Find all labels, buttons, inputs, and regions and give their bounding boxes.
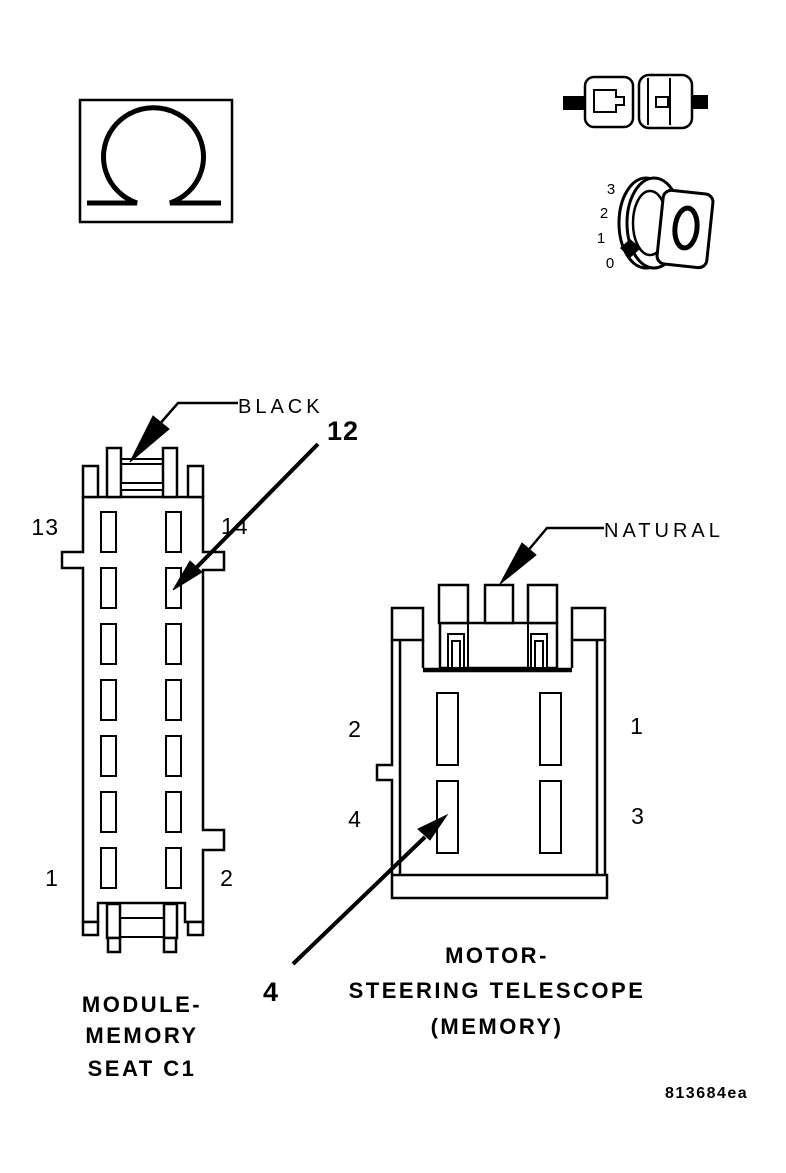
index-tab-center [483,583,515,625]
pin-slot [100,791,117,833]
latch-detail-inner-right [534,640,544,669]
left-connector-title: MODULE- MEMORY SEAT C1 [82,992,202,1081]
shoulder-post-right [570,606,607,642]
callout-arrow-shaft [192,442,320,572]
pin-slot [165,735,182,777]
dial-plate-hole [672,205,700,251]
pin-slot [436,692,459,766]
dial-pointer [620,239,641,258]
title-line: MODULE- [82,992,202,1017]
dial-scale-1: 1 [597,230,605,247]
pin-slot-4 [436,780,459,854]
bottom-foot-right [186,920,205,937]
top-ear-right [186,464,205,499]
receptacle-slot [655,96,669,108]
top-latch-post-left [105,446,123,499]
pin-slot [165,847,182,889]
dial-scale-0: 0 [606,255,614,272]
top-latch-ledge [120,482,164,491]
plug-keyway [593,89,625,113]
pin-slot-12 [165,567,182,609]
bottom-latch-post-left [105,902,122,940]
wire-stub-right [692,95,708,109]
pin-number-3: 3 [631,803,645,829]
pin-slots [100,511,182,889]
connector-base [390,873,609,900]
pin-12-callout-label: 12 [327,416,359,446]
leader-line [525,526,604,554]
pin-slots [436,692,562,854]
title-line: MEMORY [85,1023,198,1048]
wall-outer-left [375,640,394,875]
pin-number-1: 1 [45,865,59,891]
natural-color-callout: NATURAL [499,520,724,585]
right-connector-title: MOTOR- STEERING TELESCOPE (MEMORY) [349,943,646,1039]
pin-slot [165,511,182,553]
pin-slot [100,511,117,553]
leader-arrowhead [129,415,170,463]
pin-slot [165,623,182,665]
bottom-latch-foot-right [162,936,178,954]
color-label-black: BLACK [238,396,324,418]
pin-number-4: 4 [348,806,362,832]
drawing-code: 813684ea [665,1085,748,1102]
callout-arrow-shaft [291,835,427,966]
top-ear-left [81,464,100,499]
pin-12-callout: 12 [172,416,359,591]
pin-slot [165,791,182,833]
title-line: STEERING TELESCOPE [349,978,646,1003]
pin-slot [100,679,117,721]
pin-number-2: 2 [220,865,234,891]
pin-slot [100,623,117,665]
plug-shell [583,75,635,129]
ohm-symbol [87,105,221,206]
color-label-natural: NATURAL [604,520,724,542]
dial-scale-3: 3 [607,181,615,198]
shoulder-post-left [390,606,425,642]
bottom-foot-left [81,920,100,937]
title-line: SEAT C1 [88,1056,197,1081]
inline-connector-icon [563,73,708,130]
index-tab-right [526,583,559,625]
pin-slot [100,735,117,777]
callout-arrowhead [172,560,203,591]
index-tab-left [437,583,470,625]
pin-4-callout: 4 [263,813,449,1007]
wire-stub-left [563,96,585,110]
callout-arrowhead [417,813,449,841]
memory-seat-module-connector: 13 14 1 2 [31,446,248,954]
bottom-latch-foot-left [106,936,122,954]
pin-slot [100,567,117,609]
pin-4-callout-label: 4 [263,977,279,1007]
title-line: (MEMORY) [431,1014,564,1039]
top-latch-post-right [161,446,179,499]
leader-line [157,401,238,427]
rotary-dial-icon: 3 2 1 0 [597,176,715,272]
title-line: MOTOR- [445,943,549,968]
pin-number-2: 2 [348,716,362,742]
ohmmeter-box [78,98,234,224]
latch-detail-inner-left [451,640,461,669]
pin-slot [165,679,182,721]
pin-slot [539,692,562,766]
leader-arrowhead [499,542,537,585]
black-color-callout: BLACK [129,396,324,463]
pin-slot [100,847,117,889]
pin-slot [539,780,562,854]
steering-telescope-motor-connector: 2 1 4 3 [348,583,645,900]
pin-number-1: 1 [630,713,644,739]
bottom-latch-post-right [162,902,179,940]
connector-body [60,495,226,924]
pin-number-13: 13 [31,514,59,540]
dial-scale-2: 2 [600,205,608,222]
